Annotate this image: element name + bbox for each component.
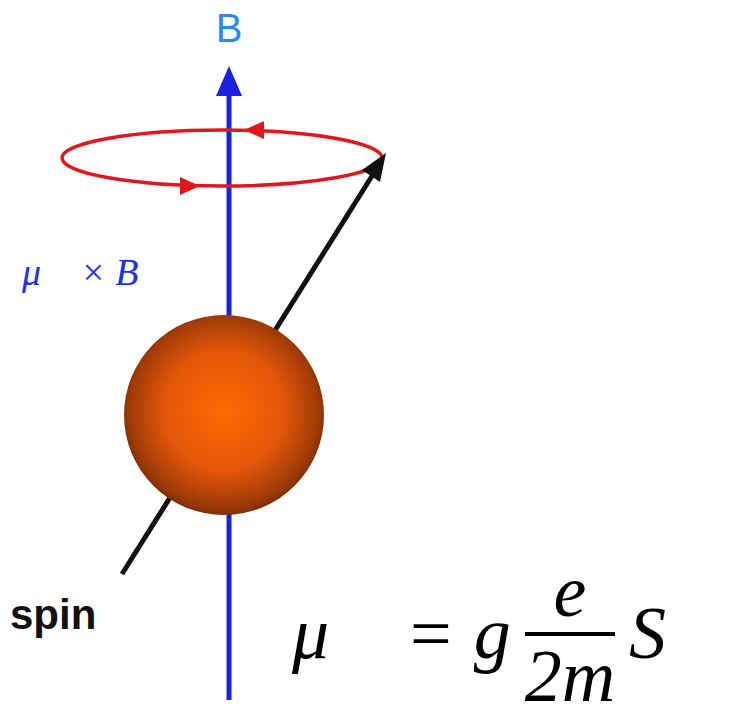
torque-label: μ⃗ × B⃗ [22,252,168,294]
fraction-denominator: 2m [525,636,615,717]
fraction-numerator: e [553,551,586,632]
fraction: e2m [525,551,615,718]
numerator-text: e [553,551,586,632]
particle-sphere [124,315,324,515]
field-arrowhead [216,66,242,96]
precession-ellipse [62,130,382,186]
equation: μ⃗ = ge2mS⃗ [292,548,724,720]
equation-text: μ⃗ = g [292,593,511,674]
spin-arrowhead [362,153,386,182]
equation-text: S⃗ [629,593,724,674]
denominator-text: 2m [525,636,615,717]
spin-label: spin [10,592,96,638]
spin-axis [122,176,372,574]
equation-rhs: S⃗ [629,593,724,674]
precession-arrowhead [180,177,200,195]
precession-arrowhead [244,121,264,139]
equation-lhs: μ⃗ = g [292,593,511,674]
field-label: B [216,6,243,50]
